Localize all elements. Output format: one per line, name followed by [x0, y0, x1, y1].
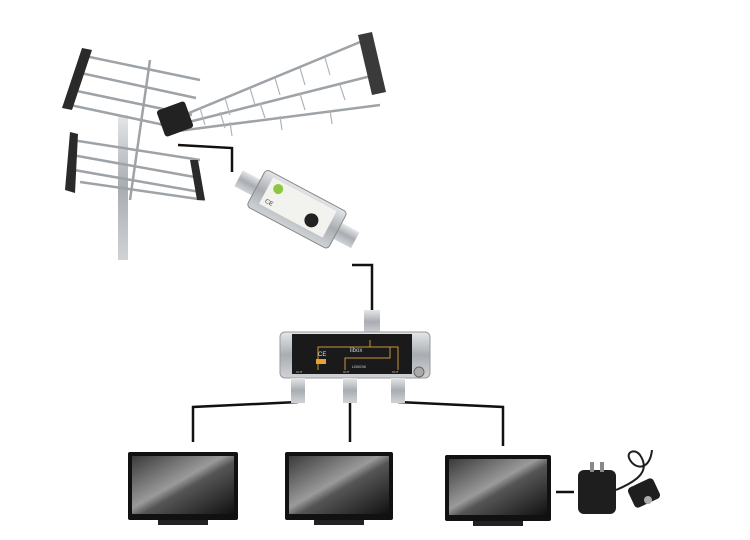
splitter-port-label: OUT	[343, 370, 350, 374]
three-way-splitter: CE libox LB0036 OUT OUT OUT	[279, 310, 431, 403]
signal-amplifier: CE	[234, 170, 360, 249]
amplifier-ce-mark: CE	[264, 199, 274, 208]
cable-splitter-to-tv-1	[191, 400, 299, 442]
gain-knob	[304, 213, 319, 228]
splitter-model: LB0036	[352, 364, 367, 369]
splitter-ce-mark: CE	[318, 352, 326, 358]
tv-2	[285, 452, 393, 525]
cable-antenna-to-amplifier	[177, 143, 234, 172]
tv-1	[128, 452, 238, 525]
cable-splitter-to-tv-3	[397, 400, 505, 446]
cable-amplifier-to-splitter	[352, 263, 374, 312]
power-adapter	[578, 449, 661, 514]
antenna-end-cap	[358, 32, 386, 95]
reflector-frame-bottom	[65, 132, 78, 193]
splitter-port-label: OUT	[296, 370, 303, 374]
reflector-frame-top	[62, 48, 92, 110]
splitter-port-label: OUT	[392, 370, 399, 374]
coax-cables	[177, 143, 574, 494]
antenna-head-unit	[156, 101, 194, 137]
tv-3	[445, 455, 551, 526]
splitter-brand: libox	[350, 348, 362, 354]
antenna	[62, 32, 386, 260]
